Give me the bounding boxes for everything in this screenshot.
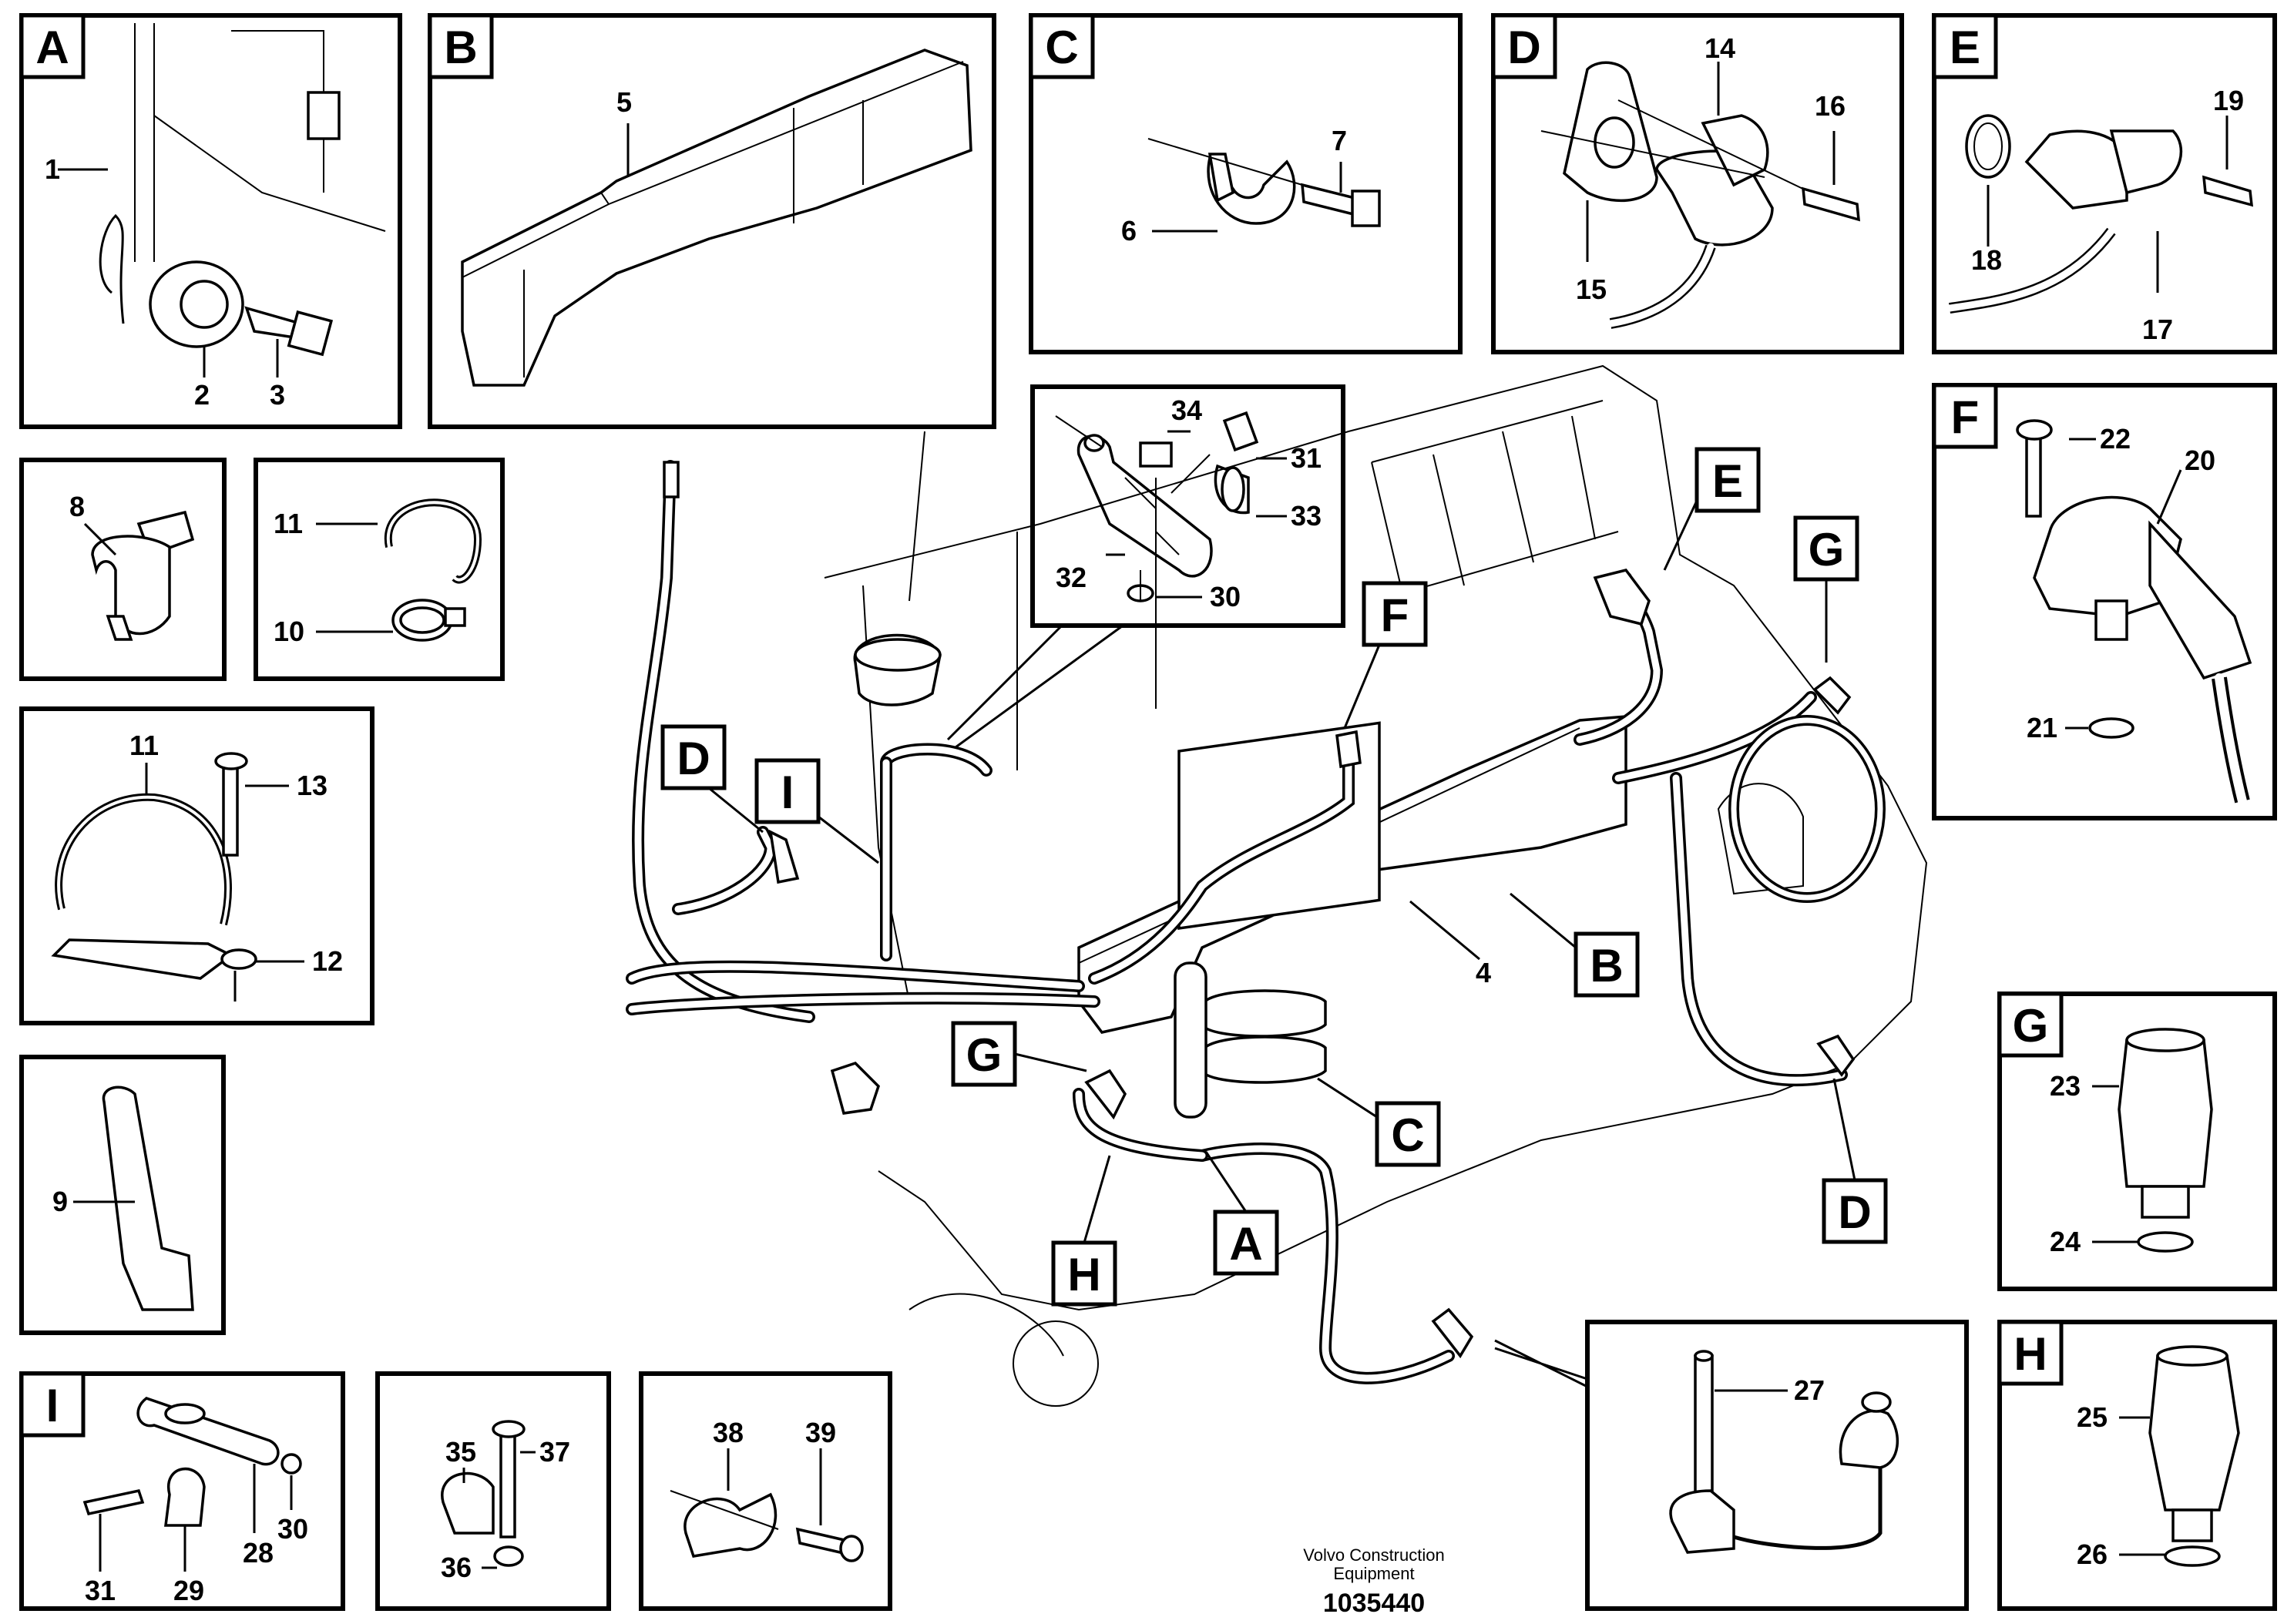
panel-g-letter: G bbox=[2013, 1000, 2049, 1052]
panel-h: H 25 26 bbox=[1997, 1320, 2277, 1611]
label-30b: 30 bbox=[1210, 581, 1241, 612]
panel-b: B 5 bbox=[428, 13, 996, 429]
panel-strap-11: 11 13 12 bbox=[19, 706, 374, 1025]
brand-line2: Equipment bbox=[1333, 1564, 1414, 1583]
panel-d: D 14 16 15 bbox=[1491, 13, 1904, 354]
label-27: 27 bbox=[1794, 1374, 1825, 1406]
label-24: 24 bbox=[2050, 1226, 2081, 1257]
panel-h-letter: H bbox=[2014, 1328, 2047, 1380]
label-35: 35 bbox=[445, 1436, 476, 1468]
label-16: 16 bbox=[1815, 90, 1846, 122]
label-6: 6 bbox=[1121, 215, 1137, 247]
callout-d-right: D bbox=[1838, 1186, 1871, 1238]
label-17: 17 bbox=[2142, 314, 2173, 345]
panel-a: A 1 2 3 bbox=[19, 13, 402, 429]
label-7: 7 bbox=[1332, 125, 1347, 156]
label-14: 14 bbox=[1705, 32, 1735, 64]
label-8: 8 bbox=[69, 491, 85, 522]
label-30: 30 bbox=[277, 1513, 308, 1545]
label-15: 15 bbox=[1576, 273, 1607, 305]
panel-g: G 23 24 bbox=[1997, 992, 2277, 1291]
callout-c: C bbox=[1391, 1109, 1424, 1161]
label-33: 33 bbox=[1291, 500, 1322, 532]
label-39: 39 bbox=[805, 1417, 836, 1448]
label-34: 34 bbox=[1171, 394, 1202, 426]
label-22: 22 bbox=[2100, 423, 2131, 455]
leader-inset27 bbox=[1494, 1339, 1588, 1388]
panel-bracket-9: 9 bbox=[19, 1055, 226, 1335]
label-13: 13 bbox=[297, 770, 327, 801]
panel-e-letter: E bbox=[1950, 22, 1980, 73]
label-28: 28 bbox=[243, 1537, 274, 1569]
label-3: 3 bbox=[270, 379, 285, 411]
label-37: 37 bbox=[539, 1436, 570, 1468]
panel-b-letter: B bbox=[444, 22, 477, 73]
brand-line1: Volvo Construction bbox=[1303, 1545, 1444, 1565]
label-20: 20 bbox=[2185, 445, 2215, 476]
panel-clamp-10: 11 10 bbox=[254, 458, 505, 681]
panel-f-letter: F bbox=[1951, 391, 1980, 443]
label-1: 1 bbox=[45, 153, 60, 185]
callout-f: F bbox=[1381, 589, 1409, 641]
inset-sensor-27: 27 bbox=[1585, 1320, 1969, 1611]
panel-d-letter: D bbox=[1507, 22, 1540, 73]
panel-clamp-38: 38 39 bbox=[639, 1371, 892, 1611]
panel-i-letter: I bbox=[46, 1380, 59, 1431]
inset-bracket-32: 34 31 33 32 30 bbox=[1030, 384, 1345, 628]
callout-g-left: G bbox=[966, 1029, 1003, 1081]
label-11a: 11 bbox=[274, 508, 303, 539]
panel-c-letter: C bbox=[1045, 22, 1078, 73]
label-10: 10 bbox=[274, 616, 304, 647]
label-9: 9 bbox=[52, 1186, 68, 1217]
panel-a-letter: A bbox=[35, 22, 69, 73]
label-23: 23 bbox=[2050, 1070, 2081, 1102]
callout-g-right: G bbox=[1809, 524, 1845, 575]
panel-clip-8: 8 bbox=[19, 458, 227, 681]
callout-i: I bbox=[781, 767, 794, 818]
callout-e: E bbox=[1712, 455, 1743, 507]
callout-b: B bbox=[1590, 940, 1623, 992]
document-number: 1035440 bbox=[1323, 1589, 1425, 1618]
label-19: 19 bbox=[2213, 85, 2244, 116]
callout-h: H bbox=[1067, 1249, 1100, 1300]
panel-c: C 7 6 bbox=[1029, 13, 1463, 354]
label-18: 18 bbox=[1971, 244, 2002, 276]
panel-i: I 28 30 31 29 bbox=[19, 1371, 345, 1611]
label-36: 36 bbox=[441, 1552, 472, 1583]
callout-a: A bbox=[1229, 1218, 1262, 1270]
label-12: 12 bbox=[312, 945, 343, 977]
label-26: 26 bbox=[2077, 1538, 2108, 1570]
panel-e: E 19 18 17 bbox=[1932, 13, 2277, 354]
label-2: 2 bbox=[194, 379, 210, 411]
label-31: 31 bbox=[85, 1575, 116, 1606]
label-5: 5 bbox=[616, 86, 632, 118]
callout-4: 4 bbox=[1476, 957, 1491, 988]
label-21: 21 bbox=[2027, 712, 2057, 743]
label-25: 25 bbox=[2077, 1401, 2108, 1433]
main-callouts: E G F D I B 4 G C D H A bbox=[660, 447, 1888, 1307]
label-29: 29 bbox=[173, 1575, 204, 1606]
panel-clamp-35: 35 37 36 bbox=[375, 1371, 611, 1611]
panel-f: F 22 20 21 bbox=[1932, 383, 2277, 820]
label-32: 32 bbox=[1056, 562, 1087, 593]
callout-d-left: D bbox=[677, 733, 710, 784]
footer: Volvo Construction Equipment 1035440 bbox=[1303, 1545, 1444, 1618]
label-38: 38 bbox=[713, 1417, 744, 1448]
engine-illustration bbox=[626, 364, 1928, 1407]
label-11b: 11 bbox=[129, 730, 159, 761]
